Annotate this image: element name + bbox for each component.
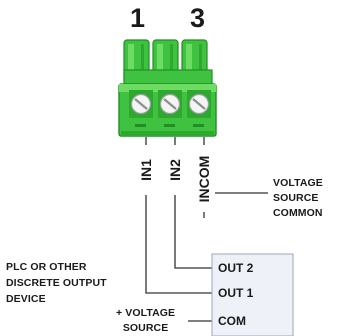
device-terminal-out2: OUT 2 xyxy=(218,261,254,275)
voltage-common-note: VOLTAGE SOURCE COMMON xyxy=(273,176,323,221)
wires xyxy=(145,137,268,322)
plus-voltage-line-1: + VOLTAGE xyxy=(116,307,176,319)
wire-in2-out2 xyxy=(174,137,212,269)
terminal-plug xyxy=(118,39,217,137)
voltage-common-line-2: SOURCE xyxy=(273,192,319,204)
plus-voltage-line-2: SOURCE xyxy=(122,322,169,334)
wire-in1-out1 xyxy=(145,137,212,294)
device-line-3: DEVICE xyxy=(6,293,46,305)
device-line-2: DISCRETE OUTPUT xyxy=(6,277,107,289)
pin-number-1: 1 xyxy=(130,3,146,33)
wire-incom-common xyxy=(203,137,268,218)
voltage-common-line-3: COMMON xyxy=(273,207,323,219)
device-note: PLC OR OTHER DISCRETE OUTPUT DEVICE xyxy=(6,259,107,307)
terminal-label-incom: INCOM xyxy=(196,155,212,203)
pin-number-3: 3 xyxy=(190,3,206,33)
plus-voltage-note: + VOLTAGE SOURCE xyxy=(116,306,175,336)
terminal-label-in1: IN1 xyxy=(138,159,154,181)
screw-3-icon xyxy=(188,93,210,115)
screw-2-icon xyxy=(159,93,181,115)
device-box xyxy=(211,253,294,336)
device-terminal-com: COM xyxy=(218,314,246,328)
terminal-label-in2: IN2 xyxy=(167,159,183,181)
device-terminal-out1: OUT 1 xyxy=(218,286,254,300)
device-line-1: PLC OR OTHER xyxy=(6,261,87,273)
voltage-common-line-1: VOLTAGE xyxy=(273,177,323,189)
screw-1-icon xyxy=(130,93,152,115)
